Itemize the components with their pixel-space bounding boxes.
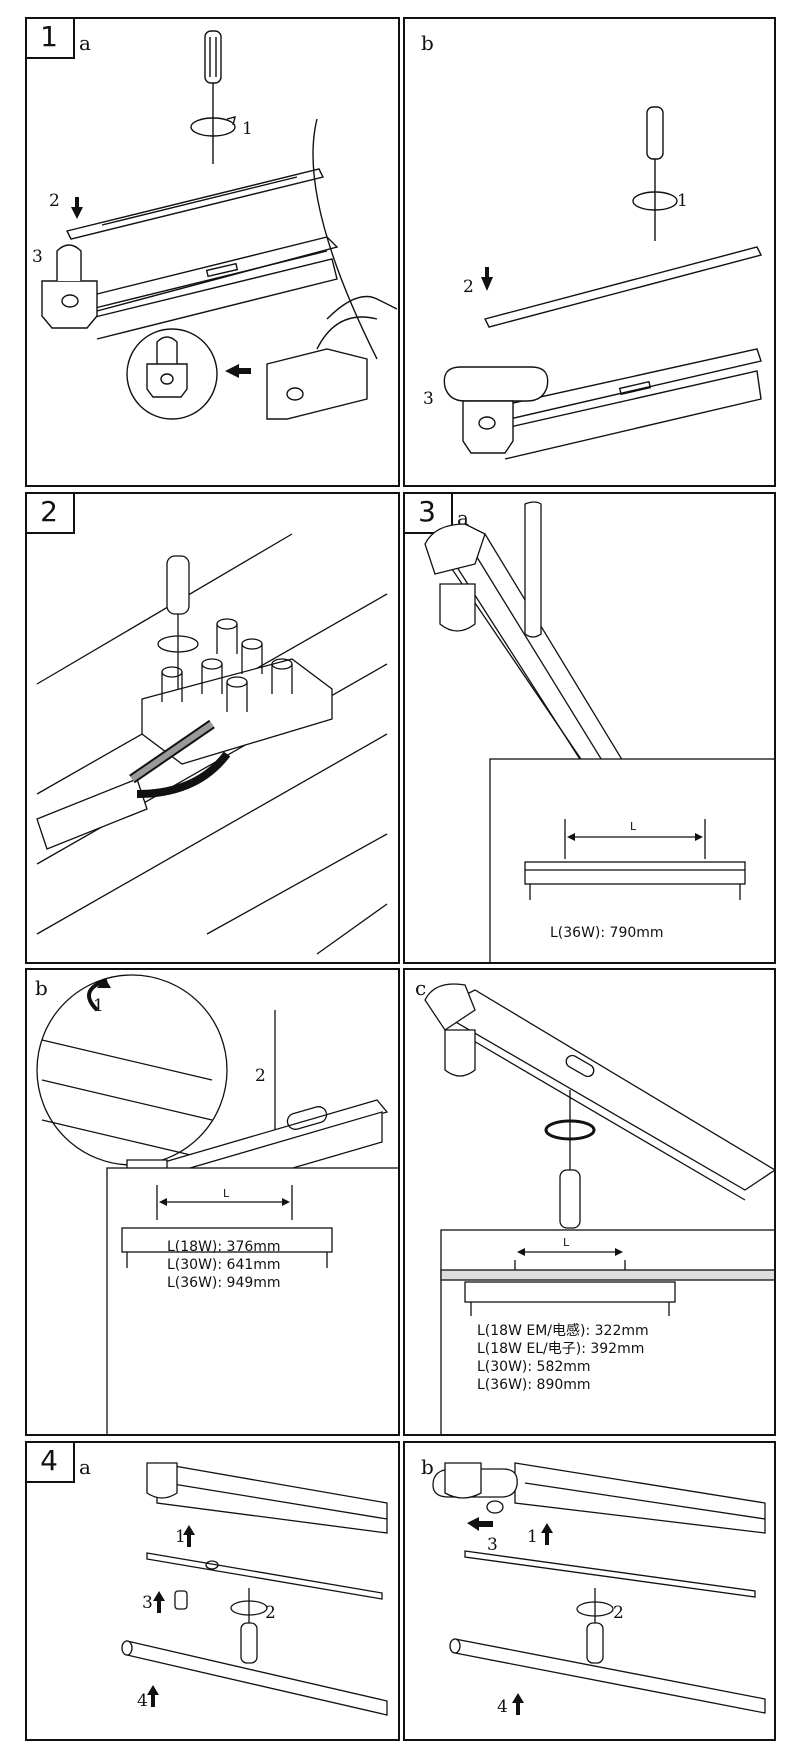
callout-1: 1 — [242, 119, 253, 139]
left-arrow-icon — [467, 1517, 493, 1531]
hand — [312, 118, 378, 360]
callout-3: 3 — [487, 1535, 498, 1555]
up-arrow-icon — [147, 1685, 159, 1707]
screwdriver-icon — [576, 1588, 614, 1664]
panel-1b: b 1 2 3 — [403, 17, 776, 487]
screwdriver-icon — [157, 555, 199, 704]
panel-3c: c L L(18W EM/电感): 322mm L(18W EL/电子): 39… — [403, 968, 776, 1436]
terminal-block — [141, 618, 333, 765]
illustration-mount-fixture — [424, 501, 774, 962]
length-value: L(36W): 890mm — [477, 1377, 591, 1393]
illustration-suspend-fixture — [36, 974, 398, 1434]
step-number: 4 — [27, 1443, 75, 1483]
substep-label: a — [457, 506, 469, 530]
panel-3a: 3 a L L(36W): 790mm — [403, 492, 776, 964]
illustration-remove-cover — [41, 30, 398, 420]
starter — [486, 1500, 504, 1514]
panel-3b: b 1 2 L L(18W): 376mm L(30W): 641mm L(36… — [25, 968, 400, 1436]
lamp-holder — [443, 366, 549, 454]
callout-1: 1 — [677, 191, 688, 211]
callout-1: 1 — [527, 1527, 538, 1547]
length-label: L — [563, 1236, 570, 1249]
length-label: L — [630, 820, 637, 833]
detail-circle — [126, 328, 218, 420]
panel-4a: 4 a 1 3 2 4 — [25, 1441, 400, 1741]
length-value: L(18W): 376mm — [167, 1239, 281, 1255]
left-arrow-icon — [225, 364, 251, 378]
length-value: L(36W): 790mm — [550, 925, 664, 941]
callout-2: 2 — [49, 191, 60, 211]
length-value: L(30W): 641mm — [167, 1257, 281, 1273]
up-arrow-icon — [481, 267, 493, 291]
lamp-holder — [424, 983, 476, 1077]
screwdriver-icon — [230, 1588, 268, 1664]
callout-3: 3 — [142, 1593, 153, 1613]
illustration-install-lamp — [121, 1462, 388, 1716]
screwdriver-icon — [190, 30, 236, 164]
callout-2: 2 — [613, 1603, 624, 1623]
suspension-rod — [524, 501, 542, 638]
length-value: L(18W EL/电子): 392mm — [477, 1341, 645, 1357]
measurement-box — [440, 1229, 774, 1434]
fixture-housing — [146, 1462, 388, 1534]
fixture-housing — [84, 236, 339, 340]
fixture-housing — [494, 348, 762, 460]
up-arrow-icon — [541, 1523, 553, 1545]
panel-4b: b 3 1 2 4 — [403, 1441, 776, 1741]
screwdriver-icon — [632, 106, 678, 241]
callout-3: 3 — [32, 247, 43, 267]
ceiling — [440, 1269, 774, 1281]
fixture-housing — [432, 1462, 766, 1534]
callout-1: 1 — [175, 1527, 186, 1547]
callout-4: 4 — [497, 1697, 508, 1717]
substep-label: c — [415, 976, 427, 1000]
cover-strip — [464, 1550, 756, 1598]
length-values: L(18W): 376mm L(30W): 641mm L(36W): 949m… — [167, 1238, 281, 1292]
callout-2: 2 — [265, 1603, 276, 1623]
length-value: L(30W): 582mm — [477, 1359, 591, 1375]
callout-3: 3 — [423, 389, 434, 409]
illustration-remove-cover — [443, 106, 763, 460]
cable — [36, 719, 231, 850]
up-arrow-icon — [183, 1525, 195, 1547]
fixture-housing — [433, 989, 774, 1201]
callout-4: 4 — [137, 1691, 148, 1711]
panel-1a: 1 a — [25, 17, 400, 487]
step-number: 2 — [27, 494, 75, 534]
length-label: L — [223, 1187, 230, 1200]
callout-2: 2 — [463, 277, 474, 297]
up-arrow-icon — [512, 1693, 524, 1715]
measurement-box — [489, 758, 774, 962]
measurement-box — [106, 1167, 398, 1434]
up-arrow-icon — [153, 1591, 165, 1613]
length-value: L(36W): 949mm — [167, 1275, 281, 1291]
illustration-wiring — [36, 533, 388, 955]
step-number: 1 — [27, 19, 75, 59]
length-value: L(18W EM/电感): 322mm — [477, 1323, 649, 1339]
callout-1: 1 — [93, 996, 104, 1016]
lamp-holder — [41, 244, 98, 329]
starter — [174, 1590, 188, 1610]
illustration-ceiling-mount — [424, 983, 774, 1434]
cover-strip — [483, 246, 763, 328]
length-values: L(36W): 790mm — [550, 924, 664, 942]
callout-2: 2 — [255, 1066, 266, 1086]
illustration-install-lamp — [432, 1462, 766, 1715]
substep-label: a — [79, 1455, 91, 1479]
detail-circle — [36, 974, 228, 1166]
substep-label: a — [79, 31, 91, 55]
lamp-holder — [424, 523, 486, 632]
up-arrow-icon — [71, 197, 83, 219]
screwdriver-icon — [544, 1090, 596, 1229]
length-values: L(18W EM/电感): 322mm L(18W EL/电子): 392mm … — [477, 1322, 649, 1394]
substep-label: b — [35, 976, 48, 1000]
substep-label: b — [421, 31, 434, 55]
substep-label: b — [421, 1455, 434, 1479]
panel-2: 2 — [25, 492, 400, 964]
